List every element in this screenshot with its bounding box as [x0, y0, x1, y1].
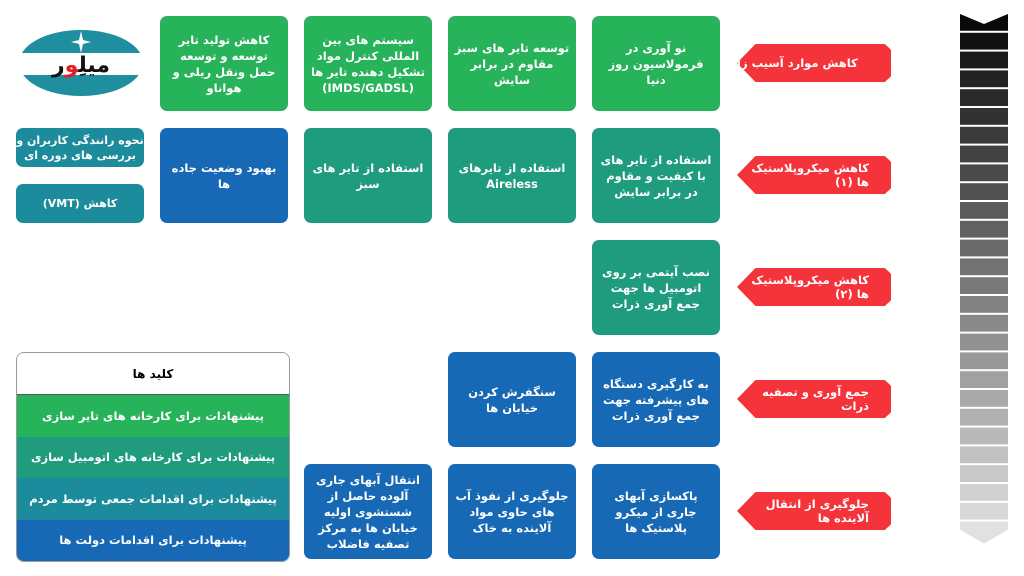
bar-segment	[960, 465, 1008, 482]
box-paving-streets: سنگفرش کردن خیابان ها	[448, 352, 576, 447]
bar-segment	[960, 521, 1008, 544]
bar-segment	[960, 14, 1008, 31]
box-green-tire-development: توسعه تایر های سبز مقاوم در برابر سایش	[448, 16, 576, 111]
category-microplastics-1: کاهش میکروپلاستیک ها (۱)	[737, 156, 891, 194]
box-reduce-vmt: کاهش (VMT)	[16, 184, 144, 223]
category-label: کاهش موارد آسیب زا	[737, 56, 858, 70]
category-harmful-reduction: کاهش موارد آسیب زا	[737, 44, 891, 82]
box-road-improvement: بهبود وضعیت جاده ها	[160, 128, 288, 223]
bar-segment	[960, 296, 1008, 313]
bar-segment	[960, 408, 1008, 426]
bar-segment	[960, 239, 1008, 257]
legend-title: کلید ها	[17, 353, 289, 395]
bar-segment	[960, 371, 1008, 388]
bar-segment	[960, 51, 1008, 69]
bar-segment	[960, 446, 1008, 464]
bar-segment	[960, 145, 1008, 163]
legend: کلید ها پیشنهادات برای کارخانه های تایر …	[16, 352, 290, 562]
bar-segment	[960, 70, 1008, 88]
bar-segment	[960, 502, 1008, 520]
bar-segment	[960, 352, 1008, 370]
bar-segment	[960, 258, 1008, 276]
bar-segment	[960, 202, 1008, 219]
bar-segment	[960, 183, 1008, 200]
category-microplastics-2: کاهش میکروپلاستیک ها (۲)	[737, 268, 891, 306]
bar-segment	[960, 89, 1008, 106]
box-driving-behavior: نحوه رانندگی کاربران و بررسی های دوره ای	[16, 128, 144, 167]
bar-segment	[960, 390, 1008, 407]
bar-segment	[960, 164, 1008, 182]
box-formulation-innovation: نو آوری در فرمولاسیون روز دنیا	[592, 16, 720, 111]
box-use-green-tires: استفاده از تایر های سبز	[304, 128, 432, 223]
logo: میلِور	[16, 28, 146, 98]
legend-item-car-factories: پیشنهادات برای کارخانه های اتومبیل سازی	[17, 436, 289, 478]
box-advanced-devices: به کارگیری دستگاه های پیشرفته جهت جمع آو…	[592, 352, 720, 447]
box-imds-gadsl: سیستم های بین المللی کنترل مواد تشکیل ده…	[304, 16, 432, 111]
gradient-priority-bar	[960, 14, 1008, 544]
box-airless-tires: استفاده از تایرهای Aireless	[448, 128, 576, 223]
bar-segment	[960, 314, 1008, 332]
bar-segment	[960, 484, 1008, 501]
bar-segment	[960, 333, 1008, 351]
box-particle-collector: نصب آیتمی بر روی اتومبیل ها جهت جمع آوری…	[592, 240, 720, 335]
category-pollutant-transfer: جلوگیری از انتقال آلاینده ها	[737, 492, 891, 530]
legend-item-tire-factories: پیشنهادات برای کارخانه های تایر سازی	[17, 395, 289, 437]
bar-segment	[960, 32, 1008, 50]
legend-item-government: پیشنهادات برای اقدامات دولت ها	[17, 519, 289, 561]
category-label: کاهش میکروپلاستیک ها (۲)	[751, 273, 869, 301]
category-label: جلوگیری از انتقال آلاینده ها	[765, 497, 869, 525]
box-prevent-soil-infiltration: جلوگیری از نفوذ آب های حاوی مواد آلاینده…	[448, 464, 576, 559]
bar-segment	[960, 108, 1008, 125]
category-label: کاهش میکروپلاستیک ها (۱)	[751, 161, 869, 189]
bar-segment	[960, 126, 1008, 144]
box-runoff-to-treatment: انتقال آبهای جاری آلوده حاصل از شستشوی ا…	[304, 464, 432, 559]
category-label: جمع آوری و تصفیه ذرات	[762, 385, 869, 413]
bar-segment	[960, 277, 1008, 294]
bar-segment	[960, 427, 1008, 445]
svg-text:میلِور: میلِور	[51, 53, 110, 78]
box-reduce-tire-production: کاهش تولید تایر توسعه و توسعه حمل ونقل ر…	[160, 16, 288, 111]
legend-item-public-action: پیشنهادات برای اقدامات جمعی توسط مردم	[17, 478, 289, 520]
box-clean-runoff: پاکسازی آبهای جاری از میکرو پلاستیک ها	[592, 464, 720, 559]
category-particle-collection: جمع آوری و تصفیه ذرات	[737, 380, 891, 418]
box-quality-tires: استفاده از تایر های با کیفیت و مقاوم در …	[592, 128, 720, 223]
bar-segment	[960, 220, 1008, 238]
